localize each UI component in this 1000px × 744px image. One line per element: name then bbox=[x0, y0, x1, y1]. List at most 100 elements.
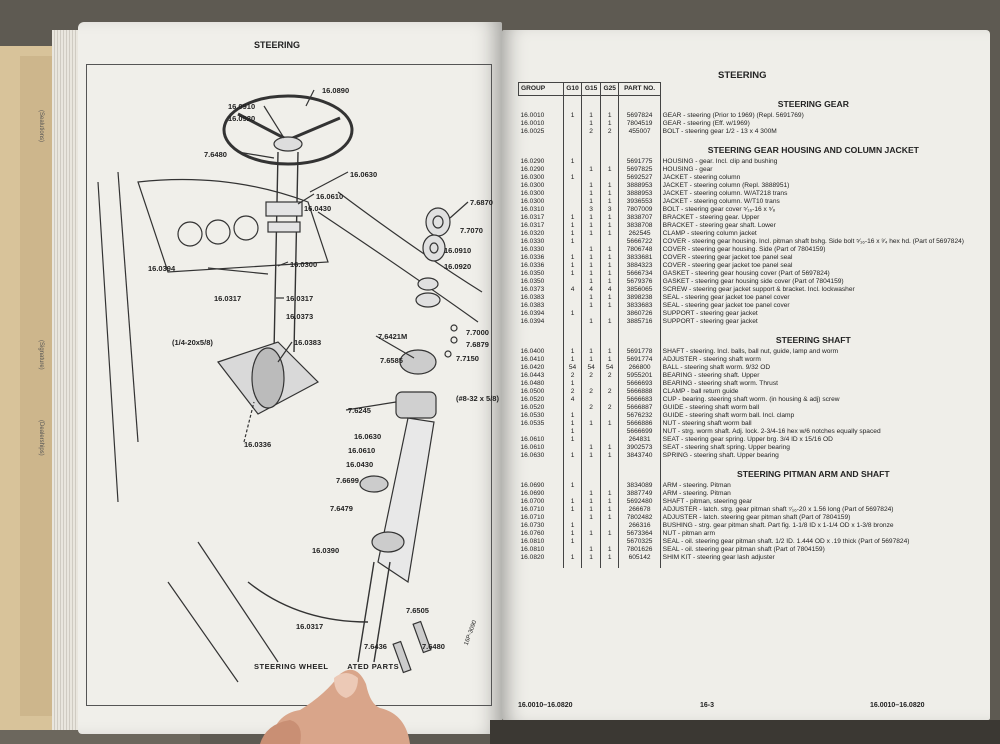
group-cell: 16.0443 bbox=[520, 371, 545, 379]
g25-qty-cell: 3 bbox=[599, 205, 619, 214]
group-cell: 16.0420 bbox=[520, 363, 545, 371]
g25-qty-cell: 2 bbox=[599, 387, 619, 396]
g25-qty-cell: 1 bbox=[599, 443, 619, 452]
description-cell: COVER - steering gear jacket toe panel s… bbox=[662, 253, 793, 261]
callout-label: 7.6879 bbox=[466, 340, 489, 349]
g10-qty-cell: 1 bbox=[562, 379, 582, 388]
group-cell: 16.0810 bbox=[520, 537, 545, 545]
description-cell: HOUSING - gear. Incl. clip and bushing bbox=[662, 157, 778, 165]
group-cell: 16.0730 bbox=[520, 521, 545, 529]
g25-qty-cell bbox=[599, 411, 619, 420]
left-page: STEERING bbox=[78, 22, 502, 734]
g10-qty-cell: 54 bbox=[562, 363, 582, 372]
description-cell: COVER - steering gear housing. Side (Par… bbox=[662, 245, 826, 253]
callout-label: (#8-32 x 5/8) bbox=[456, 394, 499, 403]
group-cell: 16.0500 bbox=[520, 387, 545, 395]
right-page: STEERING GROUP G10 G15 G25 PART NO. STEE… bbox=[502, 30, 990, 720]
g10-qty-cell bbox=[562, 489, 582, 498]
part-number-cell: 3838707 bbox=[618, 213, 661, 222]
tab-label: (Sealutions) bbox=[38, 110, 44, 143]
group-cell: 16.0300 bbox=[520, 197, 545, 205]
group-cell: 16.0330 bbox=[520, 245, 545, 253]
g15-qty-cell: 1 bbox=[581, 317, 601, 326]
description-cell: BALL - steering shaft worm. 9/32 OD bbox=[662, 363, 771, 371]
section-title: STEERING GEAR HOUSING AND COLUMN JACKET bbox=[707, 144, 919, 155]
part-number-cell: 7802482 bbox=[618, 513, 661, 522]
g15-qty-cell: 1 bbox=[581, 277, 601, 286]
parts-list-table: GROUP G10 G15 G25 PART NO. STEERING GEAR… bbox=[518, 82, 966, 568]
column-header: G10 bbox=[562, 82, 583, 96]
g25-qty-cell: 1 bbox=[599, 245, 619, 254]
g15-qty-cell bbox=[581, 173, 601, 182]
g15-qty-cell bbox=[581, 521, 601, 530]
g10-qty-cell bbox=[562, 181, 582, 190]
group-cell: 16.0690 bbox=[520, 489, 545, 497]
group-cell: 16.0394 bbox=[520, 317, 545, 325]
description-cell: BEARING - steering shaft worm. Thrust bbox=[662, 379, 778, 387]
g10-qty-cell: 1 bbox=[562, 253, 582, 262]
g10-qty-cell: 1 bbox=[562, 435, 582, 444]
g10-qty-cell: 1 bbox=[562, 521, 582, 530]
description-cell: SEAL - steering gear jacket toe panel co… bbox=[662, 301, 790, 309]
g10-qty-cell: 4 bbox=[562, 395, 582, 404]
g15-qty-cell: 1 bbox=[581, 545, 601, 554]
group-cell: 16.0025 bbox=[520, 127, 545, 135]
part-number-cell: 5666734 bbox=[618, 269, 661, 278]
part-number-cell: 5666888 bbox=[618, 387, 661, 396]
callout-label: 16.0610 bbox=[348, 446, 376, 455]
description-cell: BOLT - steering gear cover ⁵⁄₁₆-16 x ⁵⁄₈ bbox=[662, 205, 776, 213]
description-cell: GASKET - steering gear housing cover (Pa… bbox=[662, 269, 830, 277]
g10-qty-cell: 1 bbox=[562, 213, 582, 222]
g10-qty-cell bbox=[562, 293, 582, 302]
part-number-cell: 266800 bbox=[618, 363, 661, 372]
g15-qty-cell bbox=[581, 379, 601, 388]
description-cell: BRACKET - steering gear shaft. Lower bbox=[662, 221, 776, 229]
part-number-cell: 5691778 bbox=[618, 347, 661, 356]
g10-qty-cell: 1 bbox=[562, 355, 582, 364]
description-cell: SEAL - oil. steering gear pitman shaft (… bbox=[662, 545, 825, 553]
part-number-cell: 3833681 bbox=[618, 253, 661, 262]
g25-qty-cell: 1 bbox=[599, 261, 619, 270]
part-number-cell: 5697825 bbox=[618, 165, 661, 174]
group-cell: 16.0820 bbox=[520, 553, 545, 561]
description-cell: GUIDE - steering shaft worm ball. Incl. … bbox=[662, 411, 795, 419]
callout-label: 16.0317 bbox=[286, 294, 314, 303]
g15-qty-cell: 1 bbox=[581, 553, 601, 562]
g15-qty-cell bbox=[581, 309, 601, 318]
group-cell: 16.0690 bbox=[520, 481, 545, 489]
g10-qty-cell bbox=[562, 119, 582, 128]
part-number-cell: 5692480 bbox=[618, 497, 661, 506]
g15-qty-cell bbox=[581, 537, 601, 546]
g10-qty-cell: 1 bbox=[562, 269, 582, 278]
callout-label: 7.7000 bbox=[466, 328, 489, 337]
group-cell: 16.0760 bbox=[520, 529, 545, 537]
g10-qty-cell: 4 bbox=[562, 285, 582, 294]
part-number-cell: 5666887 bbox=[618, 403, 661, 412]
group-cell: 16.0610 bbox=[520, 443, 545, 451]
g10-qty-cell: 2 bbox=[562, 371, 582, 380]
part-number-cell: 5666683 bbox=[618, 395, 661, 404]
group-cell: 16.0300 bbox=[520, 189, 545, 197]
g25-qty-cell: 1 bbox=[599, 293, 619, 302]
section-title-row: STEERING SHAFT bbox=[519, 331, 967, 348]
g25-qty-cell bbox=[599, 427, 619, 436]
g25-qty-cell: 1 bbox=[599, 347, 619, 356]
description-cell: CLAMP - ball return guide bbox=[662, 387, 739, 395]
g10-qty-cell bbox=[562, 127, 582, 136]
g10-qty-cell: 1 bbox=[562, 451, 582, 460]
g15-qty-cell: 1 bbox=[581, 347, 601, 356]
description-cell: COVER - steering gear housing. Incl. pit… bbox=[662, 237, 964, 245]
g25-qty-cell: 1 bbox=[599, 497, 619, 506]
g10-qty-cell: 1 bbox=[562, 309, 582, 318]
g15-qty-cell: 1 bbox=[581, 189, 601, 198]
left-page-header: STEERING bbox=[254, 40, 301, 50]
group-cell: 16.0410 bbox=[520, 355, 545, 363]
